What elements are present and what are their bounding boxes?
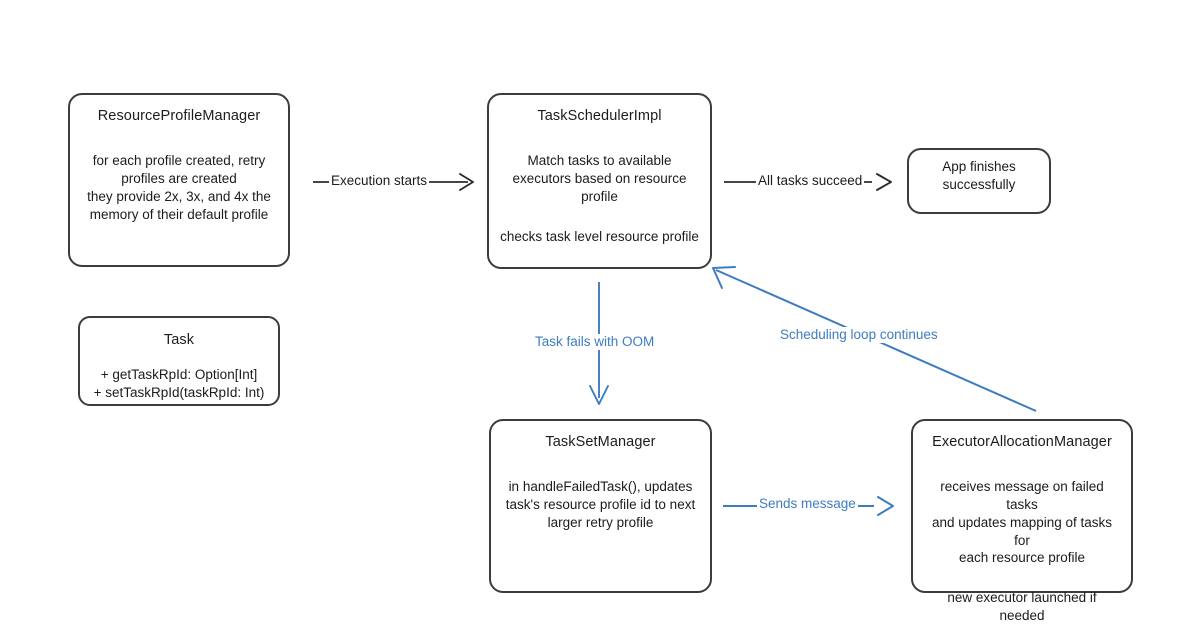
node-body: App finishes successfully [942, 159, 1016, 192]
node-task-scheduler-impl[interactable]: TaskSchedulerImpl Match tasks to availab… [487, 93, 712, 269]
node-title: ResourceProfileManager [97, 108, 261, 124]
node-task-set-manager[interactable]: TaskSetManager in handleFailedTask(), up… [489, 419, 712, 593]
node-resource-profile-manager[interactable]: ResourceProfileManager for each profile … [68, 93, 290, 267]
node-title: Task [163, 332, 195, 348]
edge-label-task-fails-with-oom: Task fails with OOM [533, 334, 657, 351]
node-body-primary: receives message on failed tasks and upd… [931, 479, 1113, 566]
node-body: + getTaskRpId: Option[Int] + setTaskRpId… [93, 367, 265, 400]
edge-label-sends-message: Sends message [757, 496, 858, 513]
node-body-primary: Match tasks to available executors based… [512, 153, 687, 204]
node-app-finishes[interactable]: App finishes successfully [907, 148, 1051, 214]
node-title: TaskSchedulerImpl [537, 108, 662, 124]
node-body-secondary: new executor launched if needed [947, 590, 1097, 623]
node-task[interactable]: Task + getTaskRpId: Option[Int] + setTas… [78, 316, 280, 406]
node-body: in handleFailedTask(), updates task's re… [505, 479, 696, 530]
node-executor-allocation-manager[interactable]: ExecutorAllocationManager receives messa… [911, 419, 1133, 623]
edge-label-execution-starts: Execution starts [329, 173, 430, 190]
node-body: for each profile created, retry profiles… [87, 153, 271, 222]
edge-label-scheduling-loop-continues: Scheduling loop continues [778, 327, 940, 344]
node-body-secondary: checks task level resource profile [500, 228, 699, 244]
node-title: ExecutorAllocationManager [932, 434, 1112, 450]
node-title: TaskSetManager [545, 434, 656, 450]
edge-label-all-tasks-succeed: All tasks succeed [756, 173, 865, 190]
